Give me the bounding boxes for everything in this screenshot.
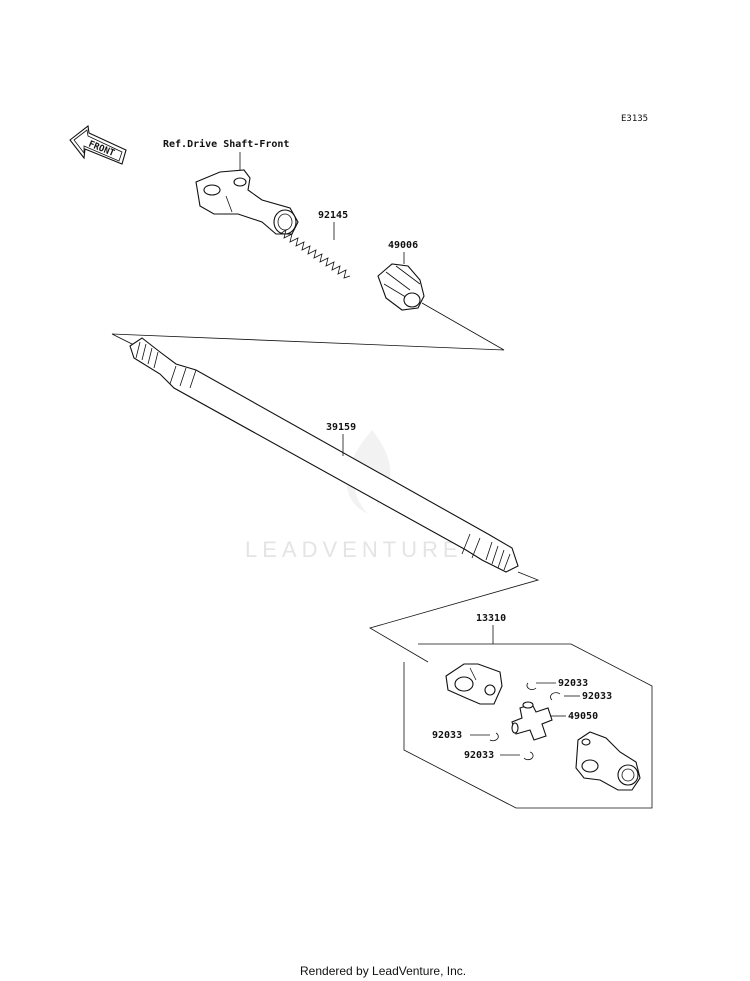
circlip-3-icon (489, 732, 499, 742)
circlip-3-part-number: 92033 (432, 730, 462, 741)
front-arrow-icon: FRONT (69, 124, 127, 165)
joint-yoke-upper-part (445, 663, 503, 705)
cross-spider-part-number: 49050 (568, 711, 598, 722)
shaft-part-number: 39159 (326, 422, 356, 433)
footer-rendered-by: Rendered by LeadVenture, Inc. (300, 964, 466, 978)
boot-to-shaft-callout (111, 302, 505, 351)
cross-spider-part (511, 701, 553, 741)
spring-part (279, 229, 351, 279)
circlip-2-icon (550, 692, 561, 701)
shaft-to-joint-callout (368, 571, 540, 663)
watermark-text: LEADVENTURE (245, 537, 463, 562)
circlip-1-part-number: 92033 (558, 678, 588, 689)
diagram-code: E3135 (621, 114, 648, 124)
spring-part-number: 92145 (318, 210, 348, 221)
joint-assembly-box (403, 643, 653, 809)
circlip-2-part-number: 92033 (582, 691, 612, 702)
circlip-4-icon (523, 751, 534, 761)
circlip-1-icon (526, 682, 537, 690)
joint-assembly-part-number: 13310 (476, 613, 506, 624)
front-yoke-part (195, 169, 299, 235)
shaft-end-callout (111, 333, 135, 346)
boot-part (377, 263, 425, 311)
joint-yoke-lower-part (575, 731, 641, 791)
circlip-4-part-number: 92033 (464, 750, 494, 761)
ref-drive-shaft-front-label: Ref.Drive Shaft-Front (163, 138, 289, 150)
boot-part-number: 49006 (388, 240, 418, 251)
drive-shaft-part (129, 337, 519, 573)
